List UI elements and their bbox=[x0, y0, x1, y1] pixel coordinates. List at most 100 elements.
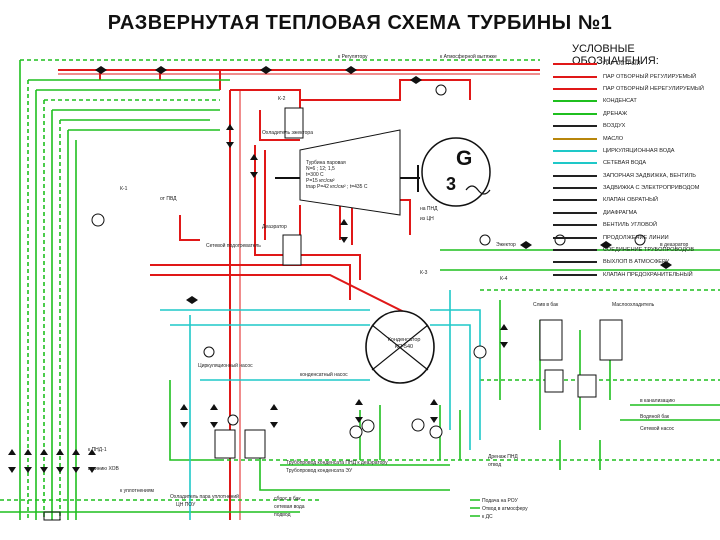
steam-lines bbox=[58, 69, 540, 520]
legend-row: ЗАДВИЖКА С ЭЛЕКТРОПРИВОДОМ bbox=[553, 182, 713, 194]
legend-row: ДРЕНАЖ bbox=[553, 108, 713, 120]
turbine-line-4: tпар P=42 кгс/см² ; t=435 С bbox=[306, 184, 368, 190]
label-to-rou: Подача на РОУ bbox=[482, 498, 518, 504]
legend-row: КОНДЕНСАТ bbox=[553, 95, 713, 107]
diagram-title: РАЗВЕРНУТАЯ ТЕПЛОВАЯ СХЕМА ТУРБИНЫ №1 bbox=[107, 12, 613, 34]
legend-label: ЗАДВИЖКА С ЭЛЕКТРОПРИВОДОМ bbox=[603, 185, 700, 192]
label-lpd-drain: Дренаж ПНД bbox=[488, 454, 518, 460]
legend-label: КЛАПАН ОБРАТНЫЙ bbox=[603, 197, 659, 204]
turbine-line-1: N=6 ; 12; 1,5 bbox=[306, 166, 335, 172]
legend-row: ПАР ОСТРЫЙ bbox=[553, 58, 713, 70]
label-k1: К-1 bbox=[120, 186, 128, 192]
label-from-cn: из ЦН bbox=[420, 216, 434, 222]
label-network-heater: Сетевой подогреватель bbox=[206, 243, 261, 249]
legend-label: СЕТЕВАЯ ВОДА bbox=[603, 160, 647, 167]
legend-swatch bbox=[553, 125, 597, 128]
legend-row: ПАР ОТБОРНЫЙ НЕРЕГУЛИРУЕМЫЙ bbox=[553, 83, 713, 95]
legend-label: ЦИРКУЛЯЦИОННАЯ ВОДА bbox=[603, 147, 675, 154]
label-ejector: Эжектор bbox=[496, 242, 516, 248]
label-to-tank: сброс в бак bbox=[274, 496, 301, 502]
label-k4: К-4 bbox=[500, 276, 508, 282]
legend-label: СОЕДИНЕНИЕ ТРУБОПРОВОДОВ bbox=[603, 247, 695, 254]
legend-label: ПРОДОЛЖЕНИЕ ЛИНИИ bbox=[603, 234, 669, 241]
turbine-name: Турбина паровая bbox=[306, 160, 346, 166]
legend-swatch bbox=[553, 249, 597, 252]
label-seal-cooler: Охладитель пара уплотнений bbox=[170, 494, 239, 500]
legend-row: ВЫХЛОП В АТМОСФЕРУ bbox=[553, 256, 713, 268]
legend-swatch bbox=[553, 199, 597, 202]
legend-swatch bbox=[553, 100, 597, 103]
legend-swatch bbox=[553, 75, 597, 78]
legend-row: ДИАФРАГМА bbox=[553, 207, 713, 219]
legend-label: ПАР ОТБОРНЫЙ НЕРЕГУЛИРУЕМЫЙ bbox=[603, 85, 704, 92]
legend-swatch bbox=[553, 112, 597, 115]
label-water-tank: Водяной бак bbox=[640, 414, 670, 420]
label-to-atm-exhaust: к Атмосферной вытяжке bbox=[440, 54, 497, 60]
legend-swatch bbox=[553, 162, 597, 165]
label-condensate-pump: конденсатный насос bbox=[300, 372, 348, 378]
legend: ПАР ОСТРЫЙ ПАР ОТБОРНЫЙ РЕГУЛИРУЕМЫЙ ПАР О… bbox=[553, 58, 713, 281]
valves bbox=[8, 66, 672, 473]
label-to-lpd: на ПНД bbox=[420, 206, 438, 212]
legend-row: ВЕНТИЛЬ УГЛОВОЙ bbox=[553, 219, 713, 231]
label-to-sewer: в канализацию bbox=[640, 398, 675, 404]
label-network-water: сетевая вода bbox=[274, 504, 305, 510]
legend-row: СЕТЕВАЯ ВОДА bbox=[553, 157, 713, 169]
legend-swatch bbox=[553, 211, 597, 214]
legend-swatch bbox=[553, 261, 597, 264]
label-to-seals: к уплотнениям bbox=[120, 488, 154, 494]
label-lpd-condensate-pipe: Трубопровод конденсата ПНД к деаэратору bbox=[286, 460, 388, 466]
legend-row: ВОЗДУХ bbox=[553, 120, 713, 132]
legend-swatch bbox=[553, 149, 597, 152]
label-to-atmosphere: Отвод в атмосферу bbox=[482, 506, 528, 512]
label-supply: подвод bbox=[274, 512, 291, 518]
legend-row: МАСЛО bbox=[553, 132, 713, 144]
legend-swatch bbox=[553, 236, 597, 239]
label-to-regulator: к Регулятору bbox=[338, 54, 368, 60]
legend-swatch bbox=[553, 187, 597, 190]
legend-label: ВЫХЛОП В АТМОСФЕРУ bbox=[603, 259, 670, 266]
water-lines bbox=[160, 290, 481, 520]
generator-letter: G bbox=[456, 147, 473, 170]
legend-row: ЗАПОРНАЯ ЗАДВИЖКА, ВЕНТИЛЬ bbox=[553, 170, 713, 182]
label-network-pump: Сетевой насос bbox=[640, 426, 675, 432]
legend-label: КОНДЕНСАТ bbox=[603, 98, 637, 105]
turbine-line-2: t=300 С bbox=[306, 172, 324, 178]
legend-swatch bbox=[553, 137, 597, 140]
label-ejector-cooler: Охладитель эжектора bbox=[262, 130, 313, 136]
label-outlet: отвод bbox=[488, 462, 502, 468]
label-ejector-condensate-pipe: Трубопровод конденсата ЭУ bbox=[286, 468, 353, 474]
label-drain-tank: Слив в бак bbox=[533, 302, 559, 308]
label-to-chemwater: в линию ХОВ bbox=[88, 466, 119, 472]
legend-row: КЛАПАН ПРЕДОХРАНИТЕЛЬНЫЙ bbox=[553, 269, 713, 281]
condenser-label: Конденсатор КП-540 bbox=[387, 337, 421, 350]
legend-swatch bbox=[553, 273, 597, 276]
legend-row: ПРОДОЛЖЕНИЕ ЛИНИИ bbox=[553, 231, 713, 243]
legend-label: ЗАПОРНАЯ ЗАДВИЖКА, ВЕНТИЛЬ bbox=[603, 172, 696, 179]
label-to-lpd1: к ПНД-1 bbox=[88, 447, 107, 453]
legend-label: ВОЗДУХ bbox=[603, 123, 626, 130]
label-deaerator: Деаэратор bbox=[262, 224, 287, 230]
legend-swatch bbox=[553, 174, 597, 177]
label-circulation-pump: Циркуляционный насос bbox=[198, 363, 253, 369]
label-k2: К-2 bbox=[278, 96, 286, 102]
label-to-ds: к ДС bbox=[482, 514, 493, 520]
legend-label: ПАР ОТБОРНЫЙ РЕГУЛИРУЕМЫЙ bbox=[603, 73, 697, 80]
label-to-deaerator: в деаэратор bbox=[660, 242, 689, 248]
label-from-hpd: от ПВД bbox=[160, 196, 177, 202]
legend-row: СОЕДИНЕНИЕ ТРУБОПРОВОДОВ bbox=[553, 244, 713, 256]
legend-label: МАСЛО bbox=[603, 135, 624, 142]
legend-row: ПАР ОТБОРНЫЙ РЕГУЛИРУЕМЫЙ bbox=[553, 70, 713, 82]
legend-row: ЦИРКУЛЯЦИОННАЯ ВОДА bbox=[553, 145, 713, 157]
legend-row: КЛАПАН ОБРАТНЫЙ bbox=[553, 194, 713, 206]
legend-label: КЛАПАН ПРЕДОХРАНИТЕЛЬНЫЙ bbox=[603, 271, 693, 278]
legend-label: ПАР ОСТРЫЙ bbox=[603, 61, 641, 68]
legend-swatch bbox=[553, 87, 597, 90]
legend-swatch bbox=[553, 224, 597, 227]
label-cn-pou: ЦН ПОУ bbox=[176, 502, 196, 508]
legend-label: ВЕНТИЛЬ УГЛОВОЙ bbox=[603, 222, 658, 229]
legend-label: ДРЕНАЖ bbox=[603, 110, 628, 117]
legend-swatch bbox=[553, 63, 597, 66]
turbine-info: Турбина паровая N=6 ; 12; 1,5 t=300 С P=… bbox=[306, 160, 404, 190]
label-k3: К-3 bbox=[420, 270, 428, 276]
